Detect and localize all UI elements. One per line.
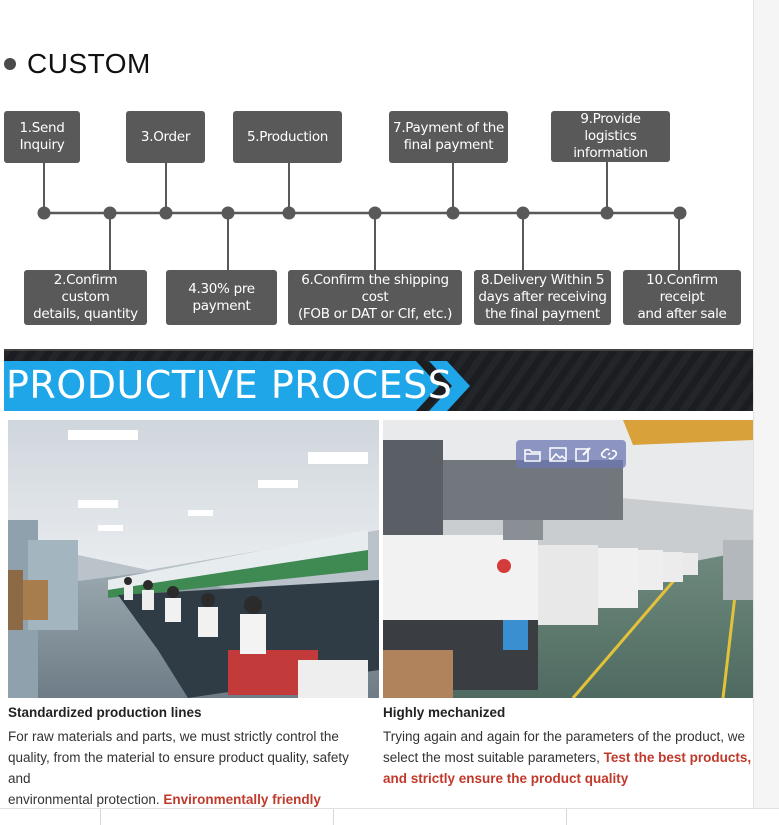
step-7-label: 7.Payment of the final payment <box>393 120 504 153</box>
timeline-dot <box>446 206 460 220</box>
scroll-gutter[interactable] <box>753 0 779 808</box>
production-line-photo <box>8 420 379 698</box>
step-9-box: 9.Provide logistics information <box>551 111 670 162</box>
left-card-title: Standardized production lines <box>8 705 202 720</box>
step-6-label: 6.Confirm the shipping cost (FOB or DAT … <box>297 272 453 322</box>
process-timeline: 1.Send Inquiry 2.Confirm custom details,… <box>0 100 760 340</box>
timeline-dot <box>673 206 687 220</box>
step-10-box: 10.Confirm receipt and after sale <box>623 270 741 325</box>
banner-graphic <box>4 349 753 411</box>
folder-icon[interactable] <box>522 443 544 465</box>
image-icon[interactable] <box>547 443 569 465</box>
edit-icon[interactable] <box>573 443 595 465</box>
right-card-body: Trying again and again for the parameter… <box>383 726 753 789</box>
step-4-box: 4.30% pre payment <box>166 270 277 325</box>
step-9-label: 9.Provide logistics information <box>573 111 648 161</box>
step-4-label: 4.30% pre payment <box>188 280 255 314</box>
banner-title: PRODUCTIVE PROCESS <box>6 363 453 407</box>
timeline-dot <box>282 206 296 220</box>
step-2-box: 2.Confirm custom details, quantity <box>24 270 147 325</box>
left-card-highlight: Environmentally friendly <box>163 792 321 807</box>
step-5-label: 5.Production <box>246 128 329 145</box>
step-8-label: 8.Delivery Within 5 days after receiving… <box>478 272 607 322</box>
step-1-label: 1.Send Inquiry <box>19 120 65 153</box>
productive-process-banner: PRODUCTIVE PROCESS <box>4 349 753 411</box>
step-10-label: 10.Confirm receipt and after sale <box>637 272 727 322</box>
step-3-label: 3.Order <box>140 128 191 145</box>
bullet-icon <box>4 58 16 70</box>
timeline-dot <box>103 206 117 220</box>
timeline-dot <box>516 206 530 220</box>
image-toolbar <box>516 440 626 468</box>
timeline-dot <box>159 206 173 220</box>
step-2-label: 2.Confirm custom details, quantity <box>33 272 138 322</box>
bottom-divider <box>566 809 567 825</box>
right-card-highlight: Test the best products, and strictly ens… <box>383 750 752 786</box>
timeline-dot <box>368 206 382 220</box>
bottom-divider <box>100 809 101 825</box>
step-7-box: 7.Payment of the final payment <box>389 111 508 163</box>
right-card-title: Highly mechanized <box>383 705 506 720</box>
left-card-body: For raw materials and parts, we must str… <box>8 726 363 810</box>
timeline-dot <box>221 206 235 220</box>
left-card-text: For raw materials and parts, we must str… <box>8 729 349 786</box>
step-1-box: 1.Send Inquiry <box>4 111 80 163</box>
step-5-box: 5.Production <box>233 111 342 163</box>
step-8-box: 8.Delivery Within 5 days after receiving… <box>474 270 611 325</box>
section-heading: CUSTOM <box>4 46 151 82</box>
timeline-dot <box>600 206 614 220</box>
step-6-box: 6.Confirm the shipping cost (FOB or DAT … <box>288 270 462 325</box>
timeline-dot <box>37 206 51 220</box>
section-title: CUSTOM <box>27 48 151 79</box>
bottom-bar <box>0 808 779 825</box>
timeline-connectors <box>37 162 687 270</box>
link-icon[interactable] <box>598 443 620 465</box>
left-card-text-2: environmental protection. <box>8 792 164 807</box>
step-3-box: 3.Order <box>126 111 205 163</box>
right-card-text: Trying again and again for the parameter… <box>383 729 745 765</box>
bottom-divider <box>333 809 334 825</box>
production-line-image <box>8 420 379 698</box>
